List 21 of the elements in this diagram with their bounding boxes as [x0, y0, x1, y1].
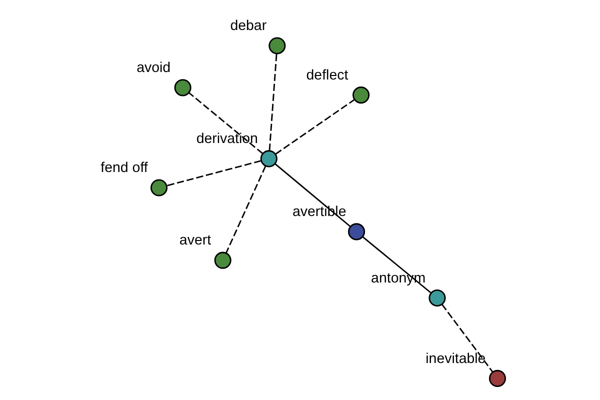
node-circle: [488, 370, 506, 387]
node-circle: [174, 79, 191, 96]
node-label: fend off: [100, 160, 148, 176]
node-label: avert: [178, 232, 211, 249]
connector: [440, 304, 493, 372]
connector: [166, 160, 261, 186]
node-circle: [347, 223, 365, 240]
connector: [274, 99, 354, 155]
node-circle: [428, 289, 446, 307]
node-label: debar: [230, 18, 266, 34]
node-circle: [352, 86, 370, 104]
node-label: inevitable: [425, 350, 486, 367]
node-circle: [150, 179, 168, 196]
connector: [268, 54, 277, 151]
node-circle: [268, 37, 286, 54]
node-circle: [260, 150, 277, 168]
connector: [224, 166, 266, 254]
node-label: deflect: [306, 67, 348, 84]
node-label: derivation: [196, 131, 258, 148]
node-circle: [214, 252, 231, 269]
node-label: avoid: [136, 60, 170, 76]
